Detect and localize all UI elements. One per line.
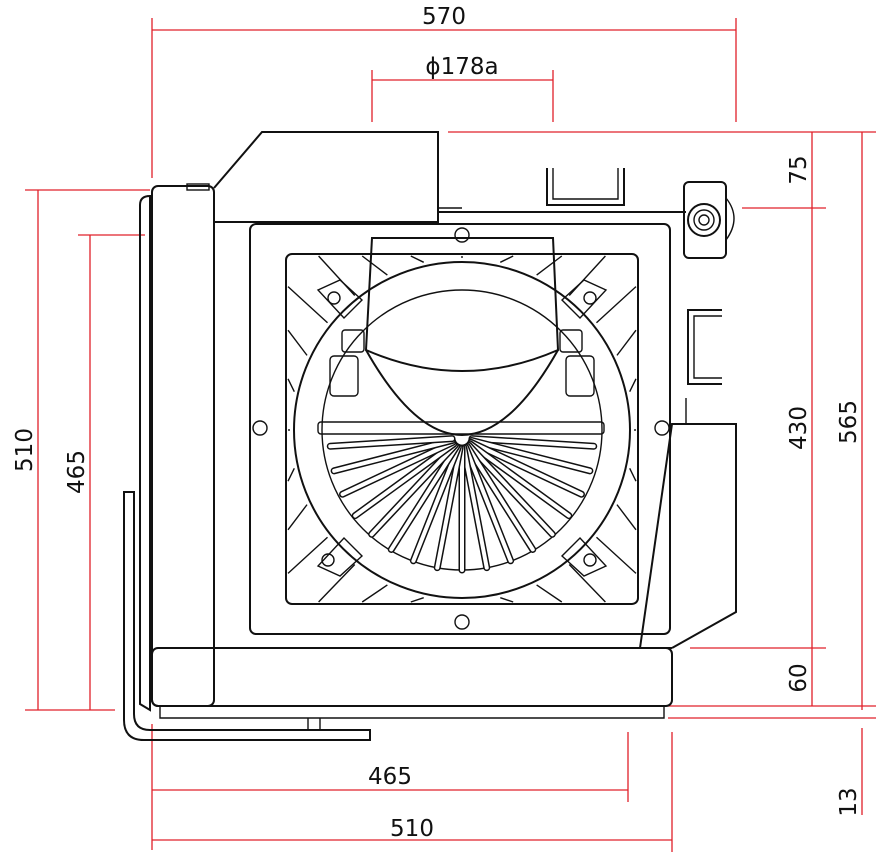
vent-spoke	[410, 597, 424, 603]
vent-spoke	[410, 255, 425, 263]
fin-inner	[411, 445, 461, 563]
fin-inner	[469, 438, 592, 473]
dim-outer-width-bottom: 510	[390, 816, 434, 842]
vent-spoke	[499, 255, 514, 263]
dimension-lines	[25, 18, 876, 852]
fin-inner	[468, 441, 571, 518]
vent-spoke	[596, 286, 637, 324]
dim-outer-height-left: 510	[12, 428, 38, 472]
latch-icon	[316, 279, 364, 320]
fin-inner	[332, 438, 455, 473]
dim-top-offset-right: 75	[786, 155, 812, 184]
dim-total-height-right: 565	[836, 400, 862, 444]
fin-inner	[465, 444, 535, 552]
fin-inner	[466, 443, 555, 537]
vent-spoke	[287, 286, 328, 324]
fin-inner	[340, 440, 455, 497]
vent-spoke	[361, 584, 388, 603]
vent-spoke	[287, 329, 308, 356]
dim-mid-height-right: 430	[786, 406, 812, 450]
vent-spoke	[536, 584, 563, 603]
outer-vents	[287, 255, 637, 603]
fin-inner	[469, 436, 596, 449]
stove-body	[123, 131, 737, 741]
fin-inner	[353, 441, 456, 518]
fin-inner	[435, 445, 463, 570]
flue-collar	[317, 237, 605, 436]
fin-inner	[469, 440, 584, 497]
fin-inner	[328, 436, 455, 449]
vent-spoke	[616, 504, 637, 531]
vent-spoke	[287, 536, 328, 574]
dimension-labels: 570 ϕ178a 510 465 565 75 430 60 13 465 5…	[12, 4, 862, 842]
dim-flue-diameter: ϕ178a	[425, 54, 498, 80]
vent-spoke	[500, 597, 514, 603]
vent-spoke	[616, 329, 637, 356]
vent-spoke	[318, 255, 356, 296]
fin-inner	[461, 445, 489, 570]
dim-inner-width-bottom: 465	[368, 764, 412, 790]
dim-top-width: 570	[422, 4, 466, 30]
inner-fins	[326, 435, 598, 574]
vent-spoke	[629, 378, 637, 393]
rear-brackets	[546, 168, 722, 385]
fin-inner	[463, 445, 513, 563]
vent-spoke	[287, 467, 295, 482]
fin-inner	[369, 443, 458, 537]
fin-inner	[389, 444, 459, 552]
latch-icon	[316, 536, 364, 577]
firebox-door	[249, 223, 671, 635]
air-inlet-connector	[683, 181, 735, 259]
dim-base-height-right: 60	[786, 663, 812, 692]
vent-spoke	[568, 255, 606, 296]
latch-icon	[560, 279, 608, 320]
vent-spoke	[629, 467, 637, 482]
dim-inner-height-left: 465	[64, 450, 90, 494]
vent-spoke	[287, 378, 295, 393]
vent-spoke	[596, 536, 637, 574]
vent-spoke	[536, 255, 563, 276]
latch-icon	[560, 536, 608, 577]
vent-spoke	[568, 563, 606, 603]
vent-spoke	[287, 504, 308, 531]
vent-spoke	[318, 563, 356, 603]
vent-spoke	[361, 255, 388, 276]
dim-leg-height-right: 13	[836, 787, 862, 816]
